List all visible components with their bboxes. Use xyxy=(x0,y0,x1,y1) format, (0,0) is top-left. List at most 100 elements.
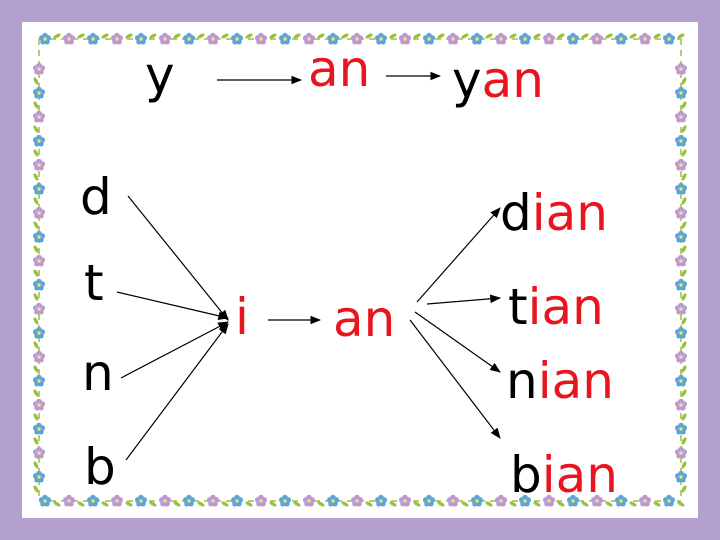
flower-icon xyxy=(254,32,268,45)
flower-icon xyxy=(674,470,688,483)
top-initial-y: y xyxy=(145,46,175,104)
flower-icon xyxy=(32,62,46,75)
flower-icon xyxy=(638,494,652,507)
flower-icon xyxy=(566,32,580,45)
arrow-d-to-i xyxy=(127,195,229,321)
flower-icon xyxy=(32,230,46,243)
flower-icon xyxy=(674,86,688,99)
medial-i: i xyxy=(235,288,249,346)
arrow-an-to-nian xyxy=(414,311,501,373)
flower-icon xyxy=(32,206,46,219)
arrow-an-to-bian xyxy=(409,319,501,439)
flower-icon xyxy=(518,32,532,45)
initial-d: d xyxy=(80,168,112,226)
flower-icon xyxy=(110,494,124,507)
flower-icon xyxy=(674,422,688,435)
flower-icon xyxy=(302,32,316,45)
flower-icon xyxy=(674,110,688,123)
flower-icon xyxy=(110,32,124,45)
flower-icon xyxy=(254,494,268,507)
flower-icon xyxy=(422,494,436,507)
arrow-n-to-i xyxy=(120,321,229,379)
flower-icon xyxy=(326,32,340,45)
flower-icon xyxy=(326,494,340,507)
flower-icon xyxy=(278,494,292,507)
flower-icon xyxy=(674,62,688,75)
flower-icon xyxy=(446,32,460,45)
flower-icon xyxy=(32,302,46,315)
flower-icon xyxy=(32,278,46,291)
flower-icon xyxy=(674,326,688,339)
flower-icon xyxy=(674,398,688,411)
flower-icon xyxy=(674,230,688,243)
flower-icon xyxy=(614,32,628,45)
flower-icon xyxy=(158,32,172,45)
flower-icon xyxy=(590,32,604,45)
flower-icon xyxy=(86,494,100,507)
initial-n: n xyxy=(82,344,114,402)
initial-b: b xyxy=(84,438,116,496)
flower-icon xyxy=(674,206,688,219)
flower-icon xyxy=(518,494,532,507)
flower-icon xyxy=(674,374,688,387)
flower-icon xyxy=(32,254,46,267)
flower-icon xyxy=(38,32,52,45)
top-result-yan: yan xyxy=(452,55,544,105)
flower-icon xyxy=(32,422,46,435)
flower-icon xyxy=(374,494,388,507)
arrow-an-to-tian xyxy=(426,294,502,305)
flower-icon xyxy=(542,494,556,507)
flower-icon xyxy=(32,350,46,363)
flower-icon xyxy=(674,302,688,315)
flower-icon xyxy=(662,32,676,45)
flower-icon xyxy=(206,32,220,45)
flower-icon xyxy=(32,374,46,387)
result-tian: tian xyxy=(508,278,604,336)
flower-icon xyxy=(206,494,220,507)
flower-icon xyxy=(494,494,508,507)
flower-icon xyxy=(638,32,652,45)
flower-icon xyxy=(230,32,244,45)
flower-icon xyxy=(374,32,388,45)
flower-icon xyxy=(674,158,688,171)
flower-icon xyxy=(674,254,688,267)
flower-icon xyxy=(674,278,688,291)
flower-icon xyxy=(182,32,196,45)
arrow-t-to-i xyxy=(116,291,230,320)
flower-icon xyxy=(32,326,46,339)
content-panel xyxy=(22,22,698,518)
flower-icon xyxy=(32,134,46,147)
top-result-initial: y xyxy=(452,51,482,109)
flower-icon xyxy=(674,446,688,459)
flower-icon xyxy=(32,86,46,99)
flower-icon xyxy=(182,494,196,507)
flower-icon xyxy=(158,494,172,507)
arrow-an-to-dian xyxy=(416,207,501,303)
flower-icon xyxy=(494,32,508,45)
flower-icon xyxy=(566,494,580,507)
flower-icon xyxy=(614,494,628,507)
flower-icon xyxy=(398,32,412,45)
flower-icon xyxy=(662,494,676,507)
flower-icon xyxy=(398,494,412,507)
flower-icon xyxy=(278,32,292,45)
flower-icon xyxy=(302,494,316,507)
flower-icon xyxy=(32,446,46,459)
flower-icon xyxy=(62,32,76,45)
flower-icon xyxy=(134,32,148,45)
initial-t: t xyxy=(84,254,104,312)
flower-icon xyxy=(32,182,46,195)
flower-icon xyxy=(32,470,46,483)
top-final-an: an xyxy=(308,40,371,98)
flower-icon xyxy=(230,494,244,507)
flower-icon xyxy=(674,182,688,195)
top-result-final: an xyxy=(481,51,544,109)
result-bian: bian xyxy=(510,446,618,504)
flower-icon xyxy=(32,398,46,411)
flower-icon xyxy=(542,32,556,45)
flower-icon xyxy=(446,494,460,507)
result-dian: dian xyxy=(500,184,608,242)
flower-icon xyxy=(422,32,436,45)
flower-icon xyxy=(62,494,76,507)
